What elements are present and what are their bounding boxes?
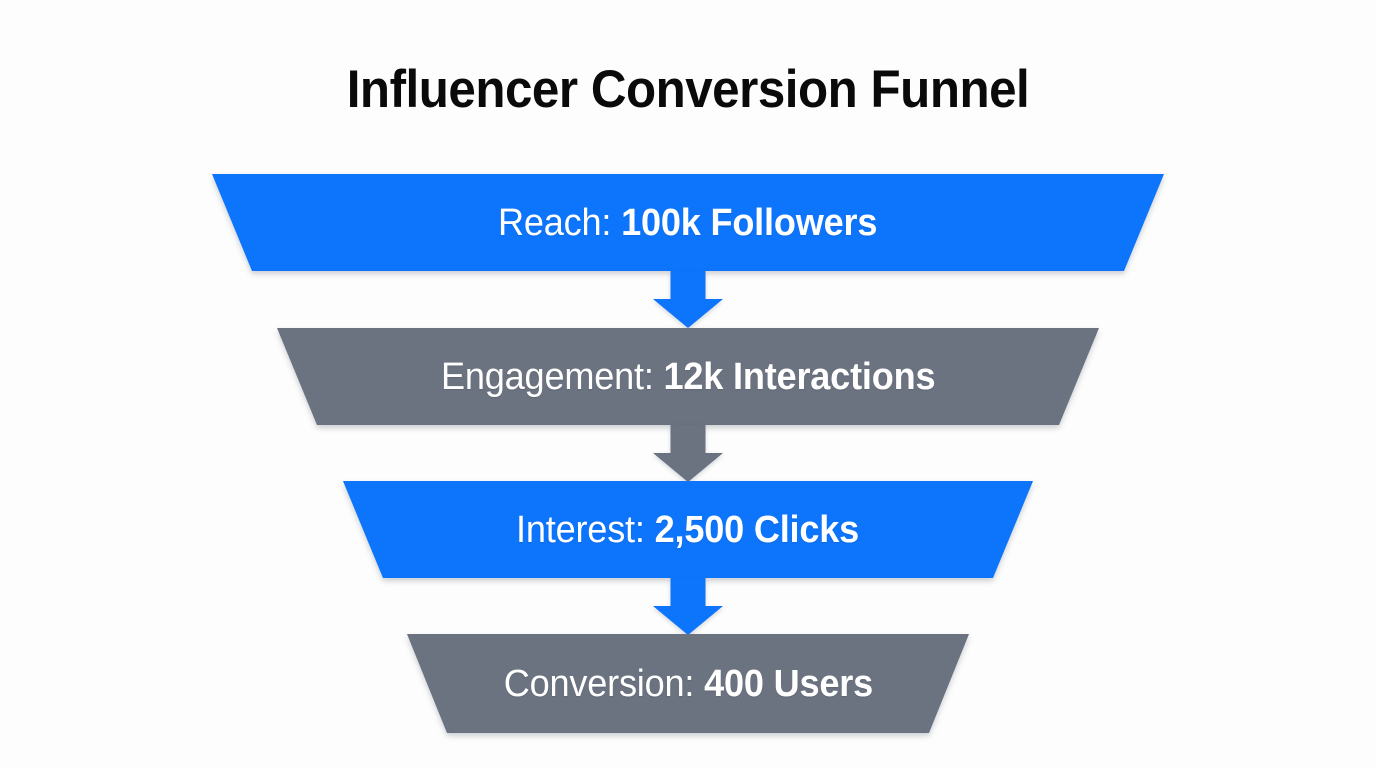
stage-label-name: Reach:	[498, 201, 612, 244]
connector-arrow-reach-to-engagement	[653, 271, 723, 328]
funnel-stage-shape-reach: Reach: 100k Followers	[212, 174, 1164, 271]
trapezoid-shape	[212, 174, 1164, 271]
trapezoid-shape	[277, 328, 1099, 425]
page-title: Influencer Conversion Funnel	[346, 60, 1030, 119]
stage-label-value: 100k Followers	[621, 201, 878, 244]
arrow-down-icon	[653, 578, 723, 635]
stage-label-name: Engagement:	[440, 355, 654, 398]
connector-arrow-engagement-to-interest	[653, 425, 723, 482]
funnel-stage-label-conversion: Conversion: 400 Users	[503, 665, 872, 703]
funnel-stage-shape-interest: Interest: 2,500 Clicks	[343, 481, 1033, 578]
trapezoid-shape	[407, 634, 969, 733]
arrow-down-icon	[653, 271, 723, 328]
stage-label-value: 2,500 Clicks	[655, 508, 860, 551]
connector-arrow-interest-to-conversion	[653, 578, 723, 635]
funnel-stage-label-interest: Interest: 2,500 Clicks	[516, 511, 859, 549]
funnel-stage-shape-engagement: Engagement: 12k Interactions	[277, 328, 1099, 425]
funnel-stage-shape-conversion: Conversion: 400 Users	[407, 634, 969, 733]
trapezoid-shape	[343, 481, 1033, 578]
stage-label-name: Interest:	[516, 508, 646, 551]
funnel-stage-label-engagement: Engagement: 12k Interactions	[440, 355, 936, 398]
stage-label-value: 400 Users	[703, 662, 873, 705]
funnel-stage-label-reach: Reach: 100k Followers	[498, 204, 877, 242]
stage-label-name: Conversion:	[503, 662, 694, 705]
arrow-down-icon	[653, 425, 723, 482]
stage-label-value: 12k Interactions	[663, 355, 936, 398]
